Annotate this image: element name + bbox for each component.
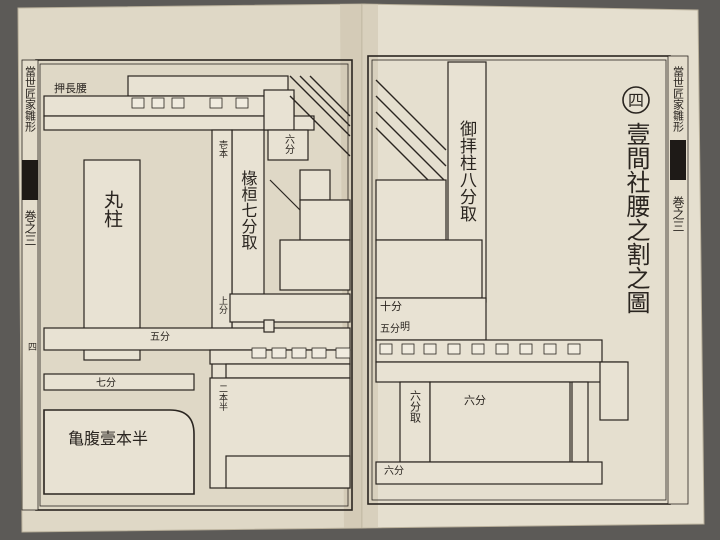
plate-title: 壹間社腰之割之圖	[622, 122, 650, 314]
go-bu-left: 五分	[150, 331, 170, 343]
roku-bu-tori: 六分取	[409, 390, 422, 424]
maru-bashira-label: 丸柱	[101, 190, 123, 228]
left-margin-title: 當世匠家雛形	[24, 66, 37, 133]
kamebara-box	[43, 409, 195, 495]
jo-bu-label: 上分	[217, 296, 228, 315]
roku-bu-low: 六分	[384, 465, 404, 477]
left-side-mark: 四	[28, 343, 37, 353]
juu-bu-label: 十分	[380, 299, 402, 313]
nana-bu-left: 七分	[96, 377, 116, 389]
roku-bu-left: 六分	[283, 134, 295, 155]
mei-label: 明	[400, 321, 410, 333]
en-taruki-label: 椽桓七分取	[239, 170, 258, 250]
right-margin-title: 當世匠家雛形	[672, 66, 685, 133]
oshi-naga-label: 押長腰	[54, 81, 87, 95]
right-diagram	[375, 61, 629, 485]
small-labels-right	[379, 343, 581, 355]
right-margin-strip	[667, 55, 689, 505]
right-volume: 巻之三	[671, 196, 685, 232]
left-volume: 巻之三	[23, 210, 37, 246]
small-labels-left	[131, 97, 351, 359]
roku-bu-right: 六分	[464, 394, 486, 407]
plate-number: 四	[628, 91, 644, 110]
go-bu-right: 五分	[380, 323, 400, 335]
ichi-hon-label: 壱本	[217, 139, 228, 159]
left-margin-strip	[21, 59, 39, 511]
left-diagram	[43, 75, 351, 489]
ni-hon-label: 二本半	[217, 384, 228, 412]
gohai-label: 御拝柱八分取	[456, 120, 477, 222]
plate-number-circle	[622, 86, 650, 114]
kamebara-label: 亀腹壹本半	[68, 429, 148, 448]
